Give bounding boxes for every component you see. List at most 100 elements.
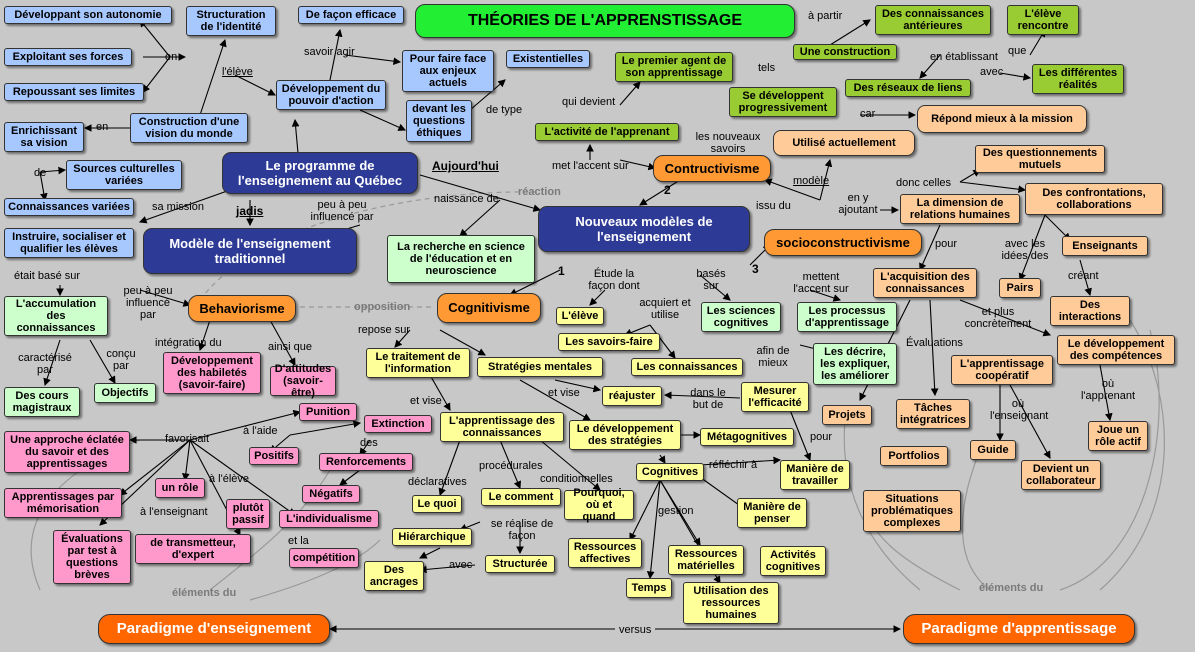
node-strategies-mentales[interactable]: Stratégies mentales (477, 357, 603, 377)
node-le-quoi[interactable]: Le quoi (412, 495, 462, 513)
node-repoussant-limites[interactable]: Repoussant ses limites (4, 83, 144, 101)
node-extinction[interactable]: Extinction (364, 415, 432, 433)
node-activite-apprenant[interactable]: L'activité de l'apprenant (535, 123, 679, 141)
node-sciences-cognitives[interactable]: Les sciences cognitives (701, 302, 781, 332)
node-l-eleve[interactable]: L'élève (556, 307, 604, 325)
node-premier-agent[interactable]: Le premier agent de son apprentissage (615, 52, 733, 82)
node-repond-mieux[interactable]: Répond mieux à la mission (917, 105, 1087, 133)
node-joue-role[interactable]: Joue un rôle actif (1088, 421, 1148, 451)
node-situations-problematiques[interactable]: Situations problématiques complexes (863, 490, 961, 532)
node-des-interactions[interactable]: Des interactions (1050, 296, 1130, 326)
node-ressources-materielles[interactable]: Ressources matérielles (668, 545, 744, 575)
node-instruire[interactable]: Instruire, socialiser et qualifier les é… (4, 228, 134, 258)
node-existentielles[interactable]: Existentielles (506, 50, 590, 68)
node-objectifs[interactable]: Objectifs (94, 383, 156, 403)
node-activites-cognitives[interactable]: Activités cognitives (760, 546, 826, 576)
node-enseignants[interactable]: Enseignants (1062, 236, 1148, 256)
node-behaviorisme[interactable]: Behaviorisme (188, 295, 296, 322)
node-accumulation[interactable]: L'accumulation des connaissances (4, 296, 108, 336)
node-le-comment[interactable]: Le comment (481, 488, 561, 506)
node-maniere-penser[interactable]: Manière de penser (737, 498, 807, 528)
node-developpement-strategies[interactable]: Le développement des stratégies (569, 420, 681, 450)
node-competition[interactable]: compétition (289, 548, 359, 568)
node-structuration-identite[interactable]: Structuration de l'identité (186, 6, 276, 36)
node-apprentissage-connaissances[interactable]: L'apprentissage des connaissances (440, 412, 564, 442)
node-pairs[interactable]: Pairs (999, 278, 1041, 298)
node-renforcements[interactable]: Renforcements (319, 453, 413, 471)
node-socioconstructivisme[interactable]: socioconstructivisme (764, 229, 922, 256)
node-eleve-rencontre[interactable]: L'élève rencontre (1007, 5, 1079, 35)
node-connaissances-anterieures[interactable]: Des connaissances antérieures (875, 5, 991, 35)
node-les-connaissances[interactable]: Les connaissances (631, 358, 743, 376)
node-construction-vision[interactable]: Construction d'une vision du monde (130, 113, 248, 143)
node-traitement-information[interactable]: Le traitement de l'information (366, 348, 470, 378)
node-un-role[interactable]: un rôle (155, 478, 205, 498)
node-mesurer-efficacite[interactable]: Mesurer l'efficacité (741, 382, 809, 412)
node-individualisme[interactable]: L'individualisme (279, 510, 379, 528)
node-taches-integratrices[interactable]: Tâches intégratrices (896, 399, 970, 429)
node-structuree[interactable]: Structurée (485, 555, 555, 573)
node-metacognitives[interactable]: Métagognitives (700, 428, 794, 446)
node-developpant-autonomie[interactable]: Développant son autonomie (4, 6, 172, 24)
node-temps[interactable]: Temps (626, 578, 672, 598)
node-guide[interactable]: Guide (970, 440, 1016, 460)
node-questionnements-mutuels[interactable]: Des questionnements mutuels (975, 145, 1105, 173)
node-approche-eclatee[interactable]: Une approche éclatée du savoir et des ap… (4, 431, 130, 473)
node-decrire-expliquer[interactable]: Les décrire, les expliquer, les améliore… (813, 343, 897, 385)
node-apprentissages-memorisation[interactable]: Apprentissages par mémorisation (4, 488, 122, 518)
node-attitudes[interactable]: D'attitudes (savoir-être) (270, 363, 336, 399)
node-reajuster[interactable]: réajuster (602, 386, 662, 406)
node-paradigme-apprentissage[interactable]: Paradigme d'apprentissage (903, 614, 1135, 644)
node-maniere-travailler[interactable]: Manière de travailler (780, 460, 850, 490)
node-savoirs-faire[interactable]: Les savoirs-faire (558, 333, 660, 351)
node-devient-collaborateur[interactable]: Devient un collaborateur (1021, 460, 1101, 490)
node-developpement-competences[interactable]: Le développement des compétences (1057, 335, 1175, 365)
node-negatifs[interactable]: Négatifs (302, 485, 360, 503)
node-se-developpent[interactable]: Se développent progressivement (729, 87, 837, 117)
node-projets[interactable]: Projets (822, 405, 872, 425)
node-une-construction[interactable]: Une construction (793, 44, 897, 60)
node-sources-culturelles[interactable]: Sources culturelles variées (66, 160, 182, 190)
node-reseaux-liens[interactable]: Des réseaux de liens (845, 79, 971, 97)
node-nouveaux-modeles[interactable]: Nouveaux modèles de l'enseignement (538, 206, 750, 252)
node-pourquoi-ou-quand[interactable]: Pourquoi, où et quand (564, 487, 634, 523)
node-faire-face[interactable]: Pour faire face aux enjeux actuels (402, 50, 494, 92)
node-realites-differentes[interactable]: Les différentes réalités (1032, 64, 1124, 94)
node-facon-efficace[interactable]: De façon efficace (298, 6, 404, 24)
node-evaluations-test[interactable]: Évaluations par test à questions brèves (53, 530, 131, 584)
node-developpement-habiletes[interactable]: Développement des habiletés (savoir-fair… (163, 352, 261, 394)
node-utilisation-ressources[interactable]: Utilisation des ressources humaines (683, 582, 779, 624)
node-positifs[interactable]: Positifs (249, 447, 299, 465)
node-punition[interactable]: Punition (299, 403, 357, 421)
node-contructivisme[interactable]: Contructivisme (653, 155, 771, 182)
node-questions-ethiques[interactable]: devant les questions éthiques (406, 100, 472, 142)
label-avec-2: avec (449, 559, 473, 571)
node-modele-traditionnel[interactable]: Modèle de l'enseignement traditionnel (143, 228, 357, 274)
node-acquisition-connaissances[interactable]: L'acquisition des connaissances (873, 268, 977, 298)
label-caracterise-par: caractérisé par (18, 352, 72, 376)
node-paradigme-enseignement[interactable]: Paradigme d'enseignement (98, 614, 330, 644)
node-dimension-relations[interactable]: La dimension de relations humaines (900, 194, 1020, 224)
node-plutot-passif[interactable]: plutôt passif (226, 499, 270, 529)
node-des-ancrages[interactable]: Des ancrages (364, 561, 424, 591)
node-confrontations[interactable]: Des confrontations, collaborations (1025, 183, 1163, 215)
node-enrichissant-vision[interactable]: Enrichissant sa vision (4, 122, 84, 152)
label-etude-facon: Étude la façon dont (588, 268, 640, 292)
node-utilise-actuellement[interactable]: Utilisé actuellement (773, 130, 915, 156)
node-connaissances-variees[interactable]: Connaissances variées (4, 198, 134, 216)
node-exploitant-forces[interactable]: Exploitant ses forces (4, 48, 132, 66)
node-cours-magistraux[interactable]: Des cours magistraux (4, 387, 80, 417)
node-processus-apprentissage[interactable]: Les processus d'apprentissage (797, 302, 897, 332)
node-cognitives[interactable]: Cognitives (636, 463, 704, 481)
label-donc-celles: donc celles (896, 177, 952, 189)
node-portfolios[interactable]: Portfolios (880, 446, 948, 466)
node-cognitivisme[interactable]: Cognitivisme (437, 293, 541, 323)
node-apprentissage-cooperatif[interactable]: L'apprentissage coopératif (951, 355, 1053, 385)
node-developpement-pouvoir[interactable]: Développement du pouvoir d'action (276, 80, 386, 110)
node-programme-quebec[interactable]: Le programme de l'enseignement au Québec (222, 152, 418, 194)
node-hierarchique[interactable]: Hiérarchique (392, 528, 472, 546)
node-transmetteur[interactable]: de transmetteur, d'expert (135, 534, 251, 564)
node-recherche-science[interactable]: La recherche en science de l'éducation e… (387, 235, 535, 283)
node-ressources-affectives[interactable]: Ressources affectives (568, 538, 642, 568)
label-avec-1: avec (980, 66, 1004, 78)
